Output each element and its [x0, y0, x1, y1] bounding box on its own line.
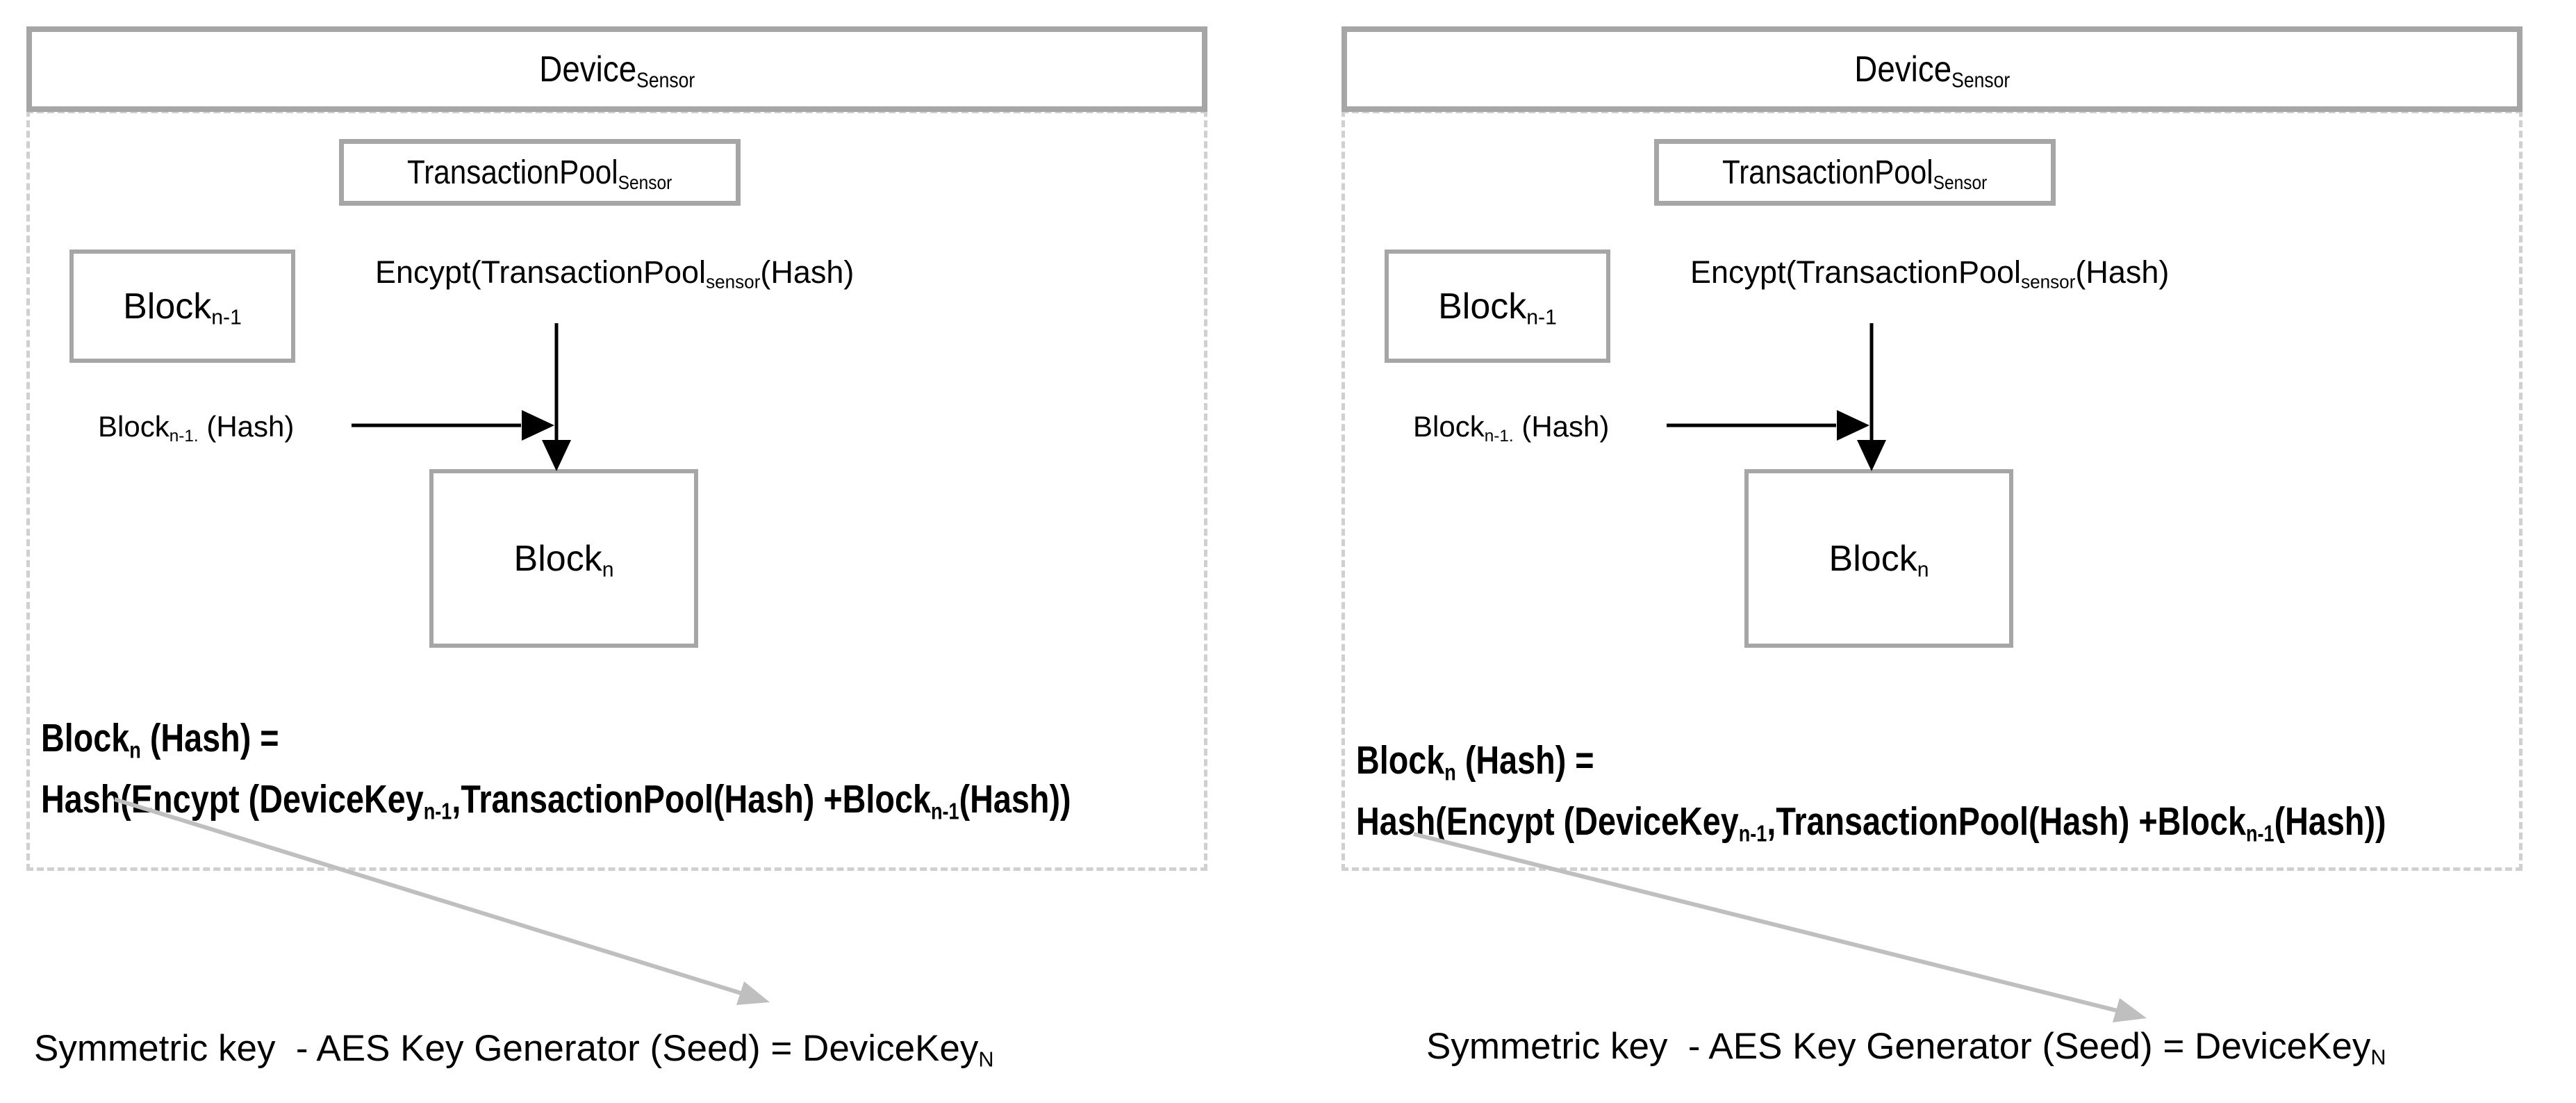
device-sensor-box: DeviceSensor — [1341, 26, 2523, 112]
block-n-box: Blockn — [429, 469, 698, 648]
block-n-1-hash-label: Blockn-1. (Hash) — [1413, 410, 1610, 446]
block-n-1-box: Blockn-1 — [1385, 250, 1610, 363]
formula-to-key-arrowhead-icon — [2113, 998, 2147, 1022]
block-n-label: Blockn — [513, 538, 614, 581]
block-n-1-hash-label: Blockn-1. (Hash) — [98, 410, 295, 446]
block-n-label: Blockn — [1828, 538, 1929, 581]
formula-line2: Hash(Encypt (DeviceKeyn-1,TransactionPoo… — [1356, 799, 2386, 847]
device-panel-right: DeviceSensor TransactionPoolSensor Encyp… — [1341, 26, 2523, 1090]
symmetric-key-caption: Symmetric key - AES Key Generator (Seed)… — [34, 1028, 994, 1072]
block-hash-formula: Blockn (Hash) = Hash(Encypt (DeviceKeyn-… — [1356, 730, 2576, 852]
device-panel-left: DeviceSensor TransactionPoolSensor Encyp… — [26, 26, 1207, 1090]
device-sensor-label: DeviceSensor — [1854, 49, 2010, 92]
block-hash-formula: Blockn (Hash) = Hash(Encypt (DeviceKeyn-… — [41, 708, 1297, 830]
encrypt-hash-label: Encypt(TransactionPoolsensor(Hash) — [375, 254, 854, 293]
formula-line1: Blockn (Hash) = — [1356, 738, 1594, 786]
formula-to-key-arrowhead-icon — [736, 981, 770, 1005]
transaction-pool-box: TransactionPoolSensor — [1654, 139, 2056, 206]
block-n-1-label: Blockn-1 — [1438, 286, 1557, 329]
block-n-1-box: Blockn-1 — [69, 250, 295, 363]
formula-line1: Blockn (Hash) = — [41, 716, 279, 764]
encrypt-hash-label: Encypt(TransactionPoolsensor(Hash) — [1690, 254, 2170, 293]
symmetric-key-caption: Symmetric key - AES Key Generator (Seed)… — [1426, 1026, 2386, 1070]
transaction-pool-box: TransactionPoolSensor — [339, 139, 741, 206]
transaction-pool-label: TransactionPoolSensor — [407, 154, 672, 193]
device-sensor-label: DeviceSensor — [539, 49, 695, 92]
transaction-pool-label: TransactionPoolSensor — [1722, 154, 1988, 193]
formula-line2: Hash(Encypt (DeviceKeyn-1,TransactionPoo… — [41, 777, 1071, 825]
block-n-1-label: Blockn-1 — [123, 286, 242, 329]
block-n-box: Blockn — [1744, 469, 2013, 648]
device-sensor-box: DeviceSensor — [26, 26, 1207, 112]
